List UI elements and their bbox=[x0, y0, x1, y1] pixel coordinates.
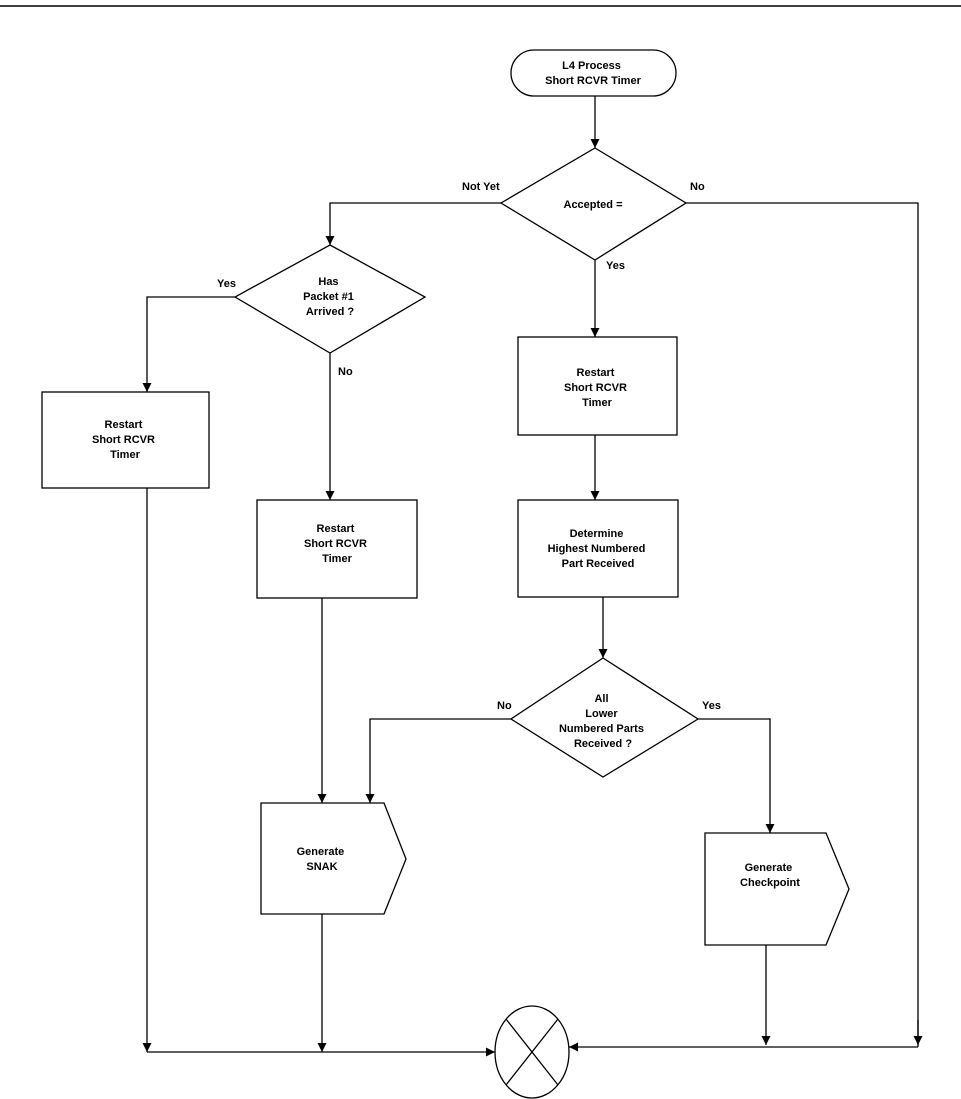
label-yes-packet: Yes bbox=[217, 278, 236, 290]
text-restart-mid-line: Short RCVR bbox=[304, 538, 367, 550]
text-restart-left-line: Restart bbox=[105, 419, 143, 431]
text-has-packet-line: Packet #1 bbox=[303, 291, 354, 303]
text-determine-line: Highest Numbered bbox=[548, 543, 646, 555]
node-start bbox=[510, 49, 677, 97]
label-no-accepted: No bbox=[690, 181, 705, 193]
label-no-packet: No bbox=[338, 366, 353, 378]
edge-not-yet bbox=[325, 202, 501, 245]
node-connector bbox=[494, 1005, 570, 1099]
node-determine bbox=[517, 499, 679, 598]
text-restart-left: Restart Short RCVR Timer bbox=[92, 419, 158, 461]
text-restart-right: Restart Short RCVR Timer bbox=[564, 367, 630, 409]
label-yes-accepted: Yes bbox=[606, 260, 625, 272]
text-all-lower-line: Lower bbox=[585, 708, 618, 720]
node-snak bbox=[260, 802, 407, 915]
edge-yes-packet bbox=[142, 296, 235, 392]
text-start-line: L4 Process bbox=[562, 60, 621, 72]
label-no-lower: No bbox=[497, 700, 512, 712]
text-restart-left-line: Short RCVR bbox=[92, 434, 155, 446]
text-snak-line: SNAK bbox=[306, 861, 337, 873]
label-not-yet: Not Yet bbox=[462, 181, 500, 193]
node-restart-right bbox=[517, 336, 678, 436]
text-determine-line: Determine bbox=[570, 528, 624, 540]
text-all-lower-line: Received ? bbox=[574, 738, 632, 750]
text-restart-mid-line: Restart bbox=[317, 523, 355, 535]
text-all-lower-line: Numbered Parts bbox=[559, 723, 644, 735]
label-yes-lower: Yes bbox=[702, 700, 721, 712]
edge-no-lower bbox=[365, 718, 511, 803]
text-determine: Determine Highest Numbered Part Received bbox=[548, 528, 649, 570]
text-restart-left-line: Timer bbox=[110, 449, 140, 461]
text-accepted-line: Accepted = bbox=[564, 199, 623, 211]
text-start: L4 Process Short RCVR Timer bbox=[545, 60, 641, 87]
text-checkpoint: Generate Checkpoint bbox=[740, 862, 800, 889]
node-has-packet bbox=[233, 244, 427, 354]
node-restart-mid bbox=[256, 499, 418, 599]
edge-no-accepted bbox=[686, 202, 919, 1047]
text-has-packet-line: Arrived ? bbox=[306, 306, 355, 318]
text-all-lower: All Lower Numbered Parts Received ? bbox=[559, 693, 647, 750]
text-all-lower-line: All bbox=[594, 693, 608, 705]
text-restart-right-line: Timer bbox=[582, 397, 612, 409]
text-restart-right-line: Short RCVR bbox=[564, 382, 627, 394]
node-checkpoint bbox=[704, 832, 850, 946]
text-accepted: Accepted = bbox=[564, 199, 623, 211]
node-accepted bbox=[499, 147, 688, 261]
text-checkpoint-line: Generate bbox=[745, 862, 793, 874]
text-checkpoint-line: Checkpoint bbox=[740, 877, 800, 889]
edge-yes-lower bbox=[698, 718, 775, 833]
text-determine-line: Part Received bbox=[562, 558, 635, 570]
text-restart-mid-line: Timer bbox=[322, 553, 352, 565]
text-restart-right-line: Restart bbox=[577, 367, 615, 379]
node-all-lower bbox=[509, 657, 700, 778]
text-restart-mid: Restart Short RCVR Timer bbox=[304, 523, 370, 565]
text-snak: Generate SNAK bbox=[297, 846, 348, 873]
text-snak-line: Generate bbox=[297, 846, 345, 858]
text-has-packet: Has Packet #1 Arrived ? bbox=[303, 276, 357, 318]
node-restart-left bbox=[41, 391, 210, 489]
text-start-line: Short RCVR Timer bbox=[545, 75, 641, 87]
text-has-packet-line: Has bbox=[318, 276, 338, 288]
